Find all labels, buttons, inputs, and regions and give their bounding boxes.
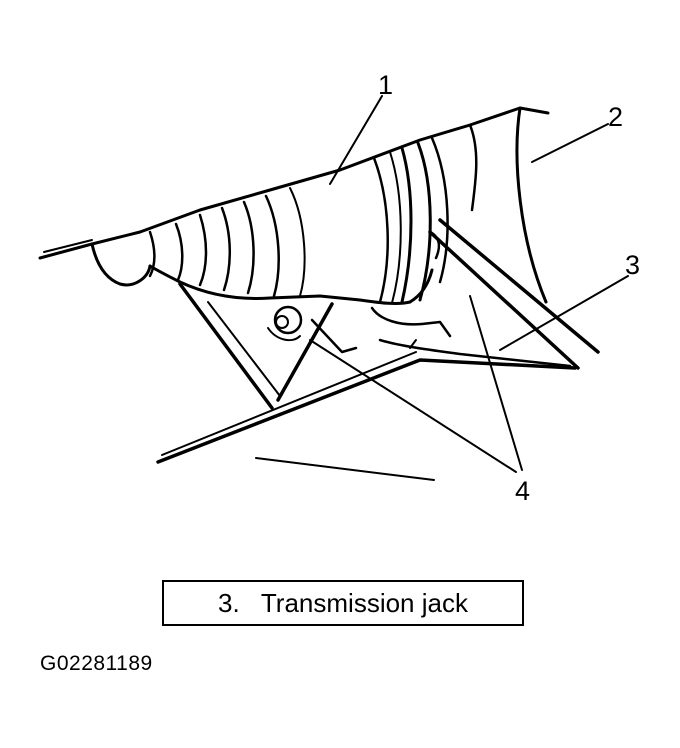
transmission-housing-drawing [38,106,550,305]
callout-2: 2 [608,102,623,132]
figure-caption: 3. Transmission jack [162,580,524,626]
figure-code: G02281189 [40,652,153,675]
jack-frame-drawing [156,218,600,481]
callout-3: 3 [625,250,640,280]
callout-1: 1 [378,70,393,100]
callout-4: 4 [515,476,530,506]
leader-lines [309,95,629,473]
